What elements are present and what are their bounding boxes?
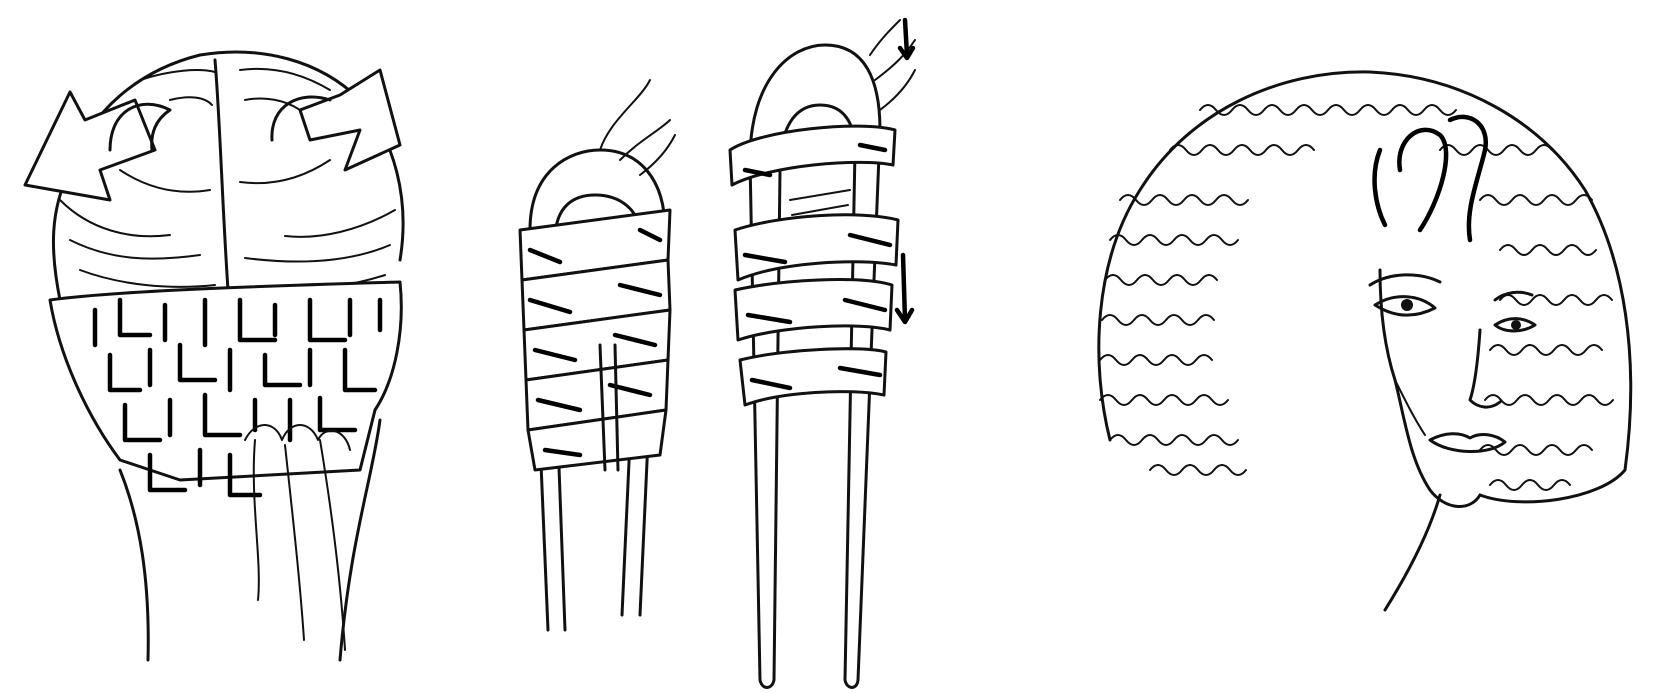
pin-prong-right <box>622 440 630 615</box>
neck-outline <box>120 470 148 660</box>
wrap-bands-small <box>520 210 670 470</box>
down-arrow-top-icon <box>900 20 913 58</box>
finished-curly-hairstyle <box>1099 72 1631 610</box>
hairpin-large-wrap <box>730 20 915 688</box>
hair-strands-right <box>240 160 395 290</box>
chin-neck <box>1385 495 1440 610</box>
wrap-bands-large <box>730 126 898 405</box>
hair-mass-outline <box>1099 72 1631 502</box>
fringe-curls <box>1375 117 1486 240</box>
right-arrow-icon <box>300 70 400 170</box>
left-pupil <box>1401 299 1413 311</box>
hairpin-small-wrap <box>520 80 675 630</box>
lips <box>1430 434 1505 452</box>
down-arrow-middle-icon <box>897 255 912 322</box>
crown-part <box>215 60 228 290</box>
curl-texture-left <box>1100 195 1248 475</box>
left-arrow-icon <box>25 92 155 200</box>
cheek-line <box>1395 380 1425 435</box>
pin-prong-right-inner <box>640 440 648 615</box>
right-pupil <box>1511 320 1521 330</box>
pin-guideline <box>790 190 850 215</box>
hair-strands-top <box>140 69 330 110</box>
curl-texture-top <box>1170 105 1552 155</box>
back-of-head-sectioning <box>25 52 403 660</box>
